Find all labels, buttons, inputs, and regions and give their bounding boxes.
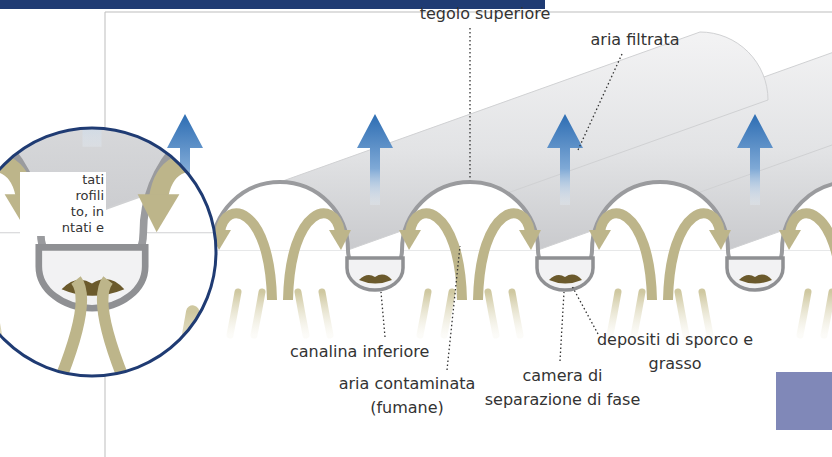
arrow-head	[709, 230, 731, 250]
corner-square	[776, 372, 832, 430]
upper-tile	[489, 103, 778, 263]
arrow-head	[366, 194, 408, 232]
inset	[0, 0, 832, 394]
falling-air	[668, 312, 683, 394]
filtered-air-arrow	[58, 0, 126, 147]
grease-deposit	[62, 279, 125, 296]
text-fragment: rofili	[20, 188, 106, 204]
lower-channel	[347, 258, 403, 290]
falling-air	[420, 292, 428, 335]
falling-air	[444, 292, 452, 335]
text-fragment: tati	[20, 172, 106, 188]
leader-line	[572, 286, 598, 334]
arrow-head	[727, 194, 769, 232]
falling-air	[223, 312, 238, 394]
falling-air	[230, 292, 238, 335]
leader-line	[560, 292, 564, 361]
falling-air	[488, 292, 496, 335]
arrow-head	[138, 194, 180, 232]
filter-row	[157, 32, 832, 335]
part-label: tegolo superiore	[405, 2, 565, 26]
falling-air	[610, 292, 618, 335]
contaminated-air-arrow	[410, 213, 462, 300]
falling-air	[512, 292, 520, 335]
falling-air	[254, 292, 262, 335]
contaminated-air-arrow	[668, 213, 720, 300]
part-label: depositi di sporco e grasso	[595, 328, 755, 376]
contaminated-air-arrow	[600, 213, 652, 300]
grease-deposit	[549, 275, 582, 284]
tile-cylinder	[143, 0, 832, 232]
falling-air	[713, 312, 728, 394]
leader-line	[469, 28, 470, 180]
filtered-air-arrow	[547, 114, 583, 205]
part-label: aria contaminata (fumane)	[332, 372, 482, 420]
contaminated-air-arrow	[288, 213, 340, 300]
falling-air	[178, 312, 193, 394]
lower-channel	[39, 247, 145, 308]
tile-cylinder	[504, 0, 832, 232]
arrow-head	[399, 230, 421, 250]
leader-line	[447, 246, 460, 370]
part-label: canalina inferiore	[290, 340, 465, 364]
contaminated-air-arrow	[790, 213, 832, 300]
grease-deposit	[423, 279, 486, 296]
arrow-head	[779, 230, 801, 250]
falling-air	[0, 312, 7, 394]
part-label: aria filtrata	[575, 28, 695, 52]
contaminated-air-arrow	[520, 163, 619, 328]
inset-ring	[0, 128, 216, 376]
falling-air	[800, 292, 808, 335]
falling-air	[824, 292, 832, 335]
contaminated-air-arrow	[220, 213, 272, 300]
tile-cylinder	[0, 0, 478, 232]
leader-lines	[381, 28, 622, 370]
arrow-head	[519, 230, 541, 250]
falling-air	[678, 292, 686, 335]
grease-deposit	[359, 275, 392, 284]
leader-line	[578, 54, 622, 150]
lower-channel	[537, 258, 593, 290]
falling-air	[702, 292, 710, 335]
inset-detail	[0, 0, 832, 394]
contaminated-air-arrow	[649, 163, 748, 328]
arrow-head	[329, 230, 351, 250]
lower-channel	[400, 247, 506, 308]
inset-inflow	[60, 280, 124, 380]
falling-air	[322, 292, 330, 335]
lower-channel	[727, 258, 783, 290]
contaminated-air-arrow	[159, 163, 258, 328]
tile-cylinder	[0, 0, 832, 232]
tile-face	[504, 103, 762, 232]
arrow-head	[499, 194, 541, 232]
falling-air	[634, 292, 642, 335]
tile-cylinder	[212, 32, 768, 250]
text-fragment: to, in	[20, 204, 106, 220]
contaminated-air-arrow	[288, 163, 387, 328]
part-label: camera di separazione di fase	[480, 364, 645, 412]
arrow-head	[589, 230, 611, 250]
grease-deposit	[739, 275, 772, 284]
text-fragment: ntati e	[20, 220, 106, 236]
contaminated-air-arrow	[478, 213, 530, 300]
falling-air	[298, 292, 306, 335]
filtered-air-arrow	[737, 114, 773, 205]
leader-line	[381, 292, 385, 337]
filtered-air-arrow	[357, 114, 393, 205]
